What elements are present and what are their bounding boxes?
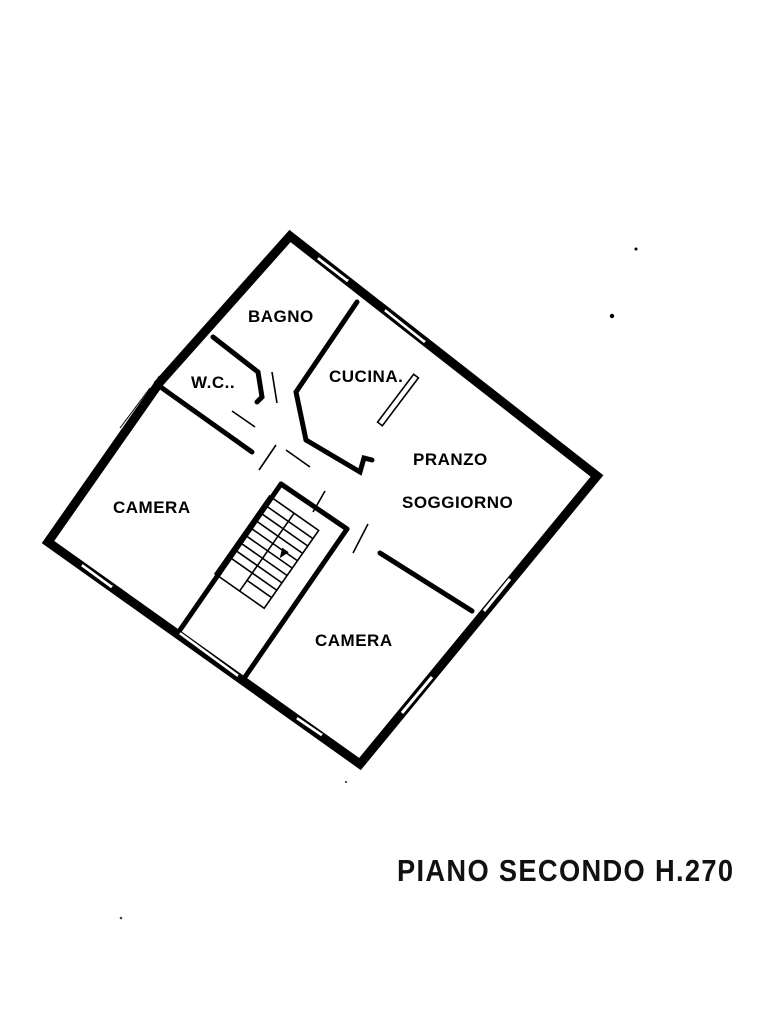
room-label-camera-left: CAMERA — [113, 498, 191, 517]
room-label-soggiorno: SOGGIORNO — [402, 493, 513, 512]
stair-arrow-icon — [279, 547, 289, 559]
room-label-bagno: BAGNO — [248, 307, 314, 326]
interior-walls — [159, 299, 475, 686]
room-label-wc: W.C.. — [191, 373, 235, 392]
stair-treads — [227, 503, 314, 599]
staircase — [213, 494, 320, 610]
speck — [119, 916, 123, 920]
windows — [81, 255, 513, 737]
speck — [609, 313, 615, 319]
speck — [634, 247, 638, 251]
door-marks — [231, 371, 369, 554]
speck — [344, 780, 348, 784]
room-labels: BAGNO W.C.. CUCINA. PRANZO SOGGIORNO CAM… — [113, 307, 513, 650]
floor-caption: PIANO SECONDO H.270 — [397, 853, 735, 888]
room-label-camera-bottom: CAMERA — [315, 631, 393, 650]
room-label-pranzo: PRANZO — [413, 450, 488, 469]
room-label-cucina: CUCINA. — [329, 367, 403, 386]
outer-walls — [41, 229, 604, 771]
